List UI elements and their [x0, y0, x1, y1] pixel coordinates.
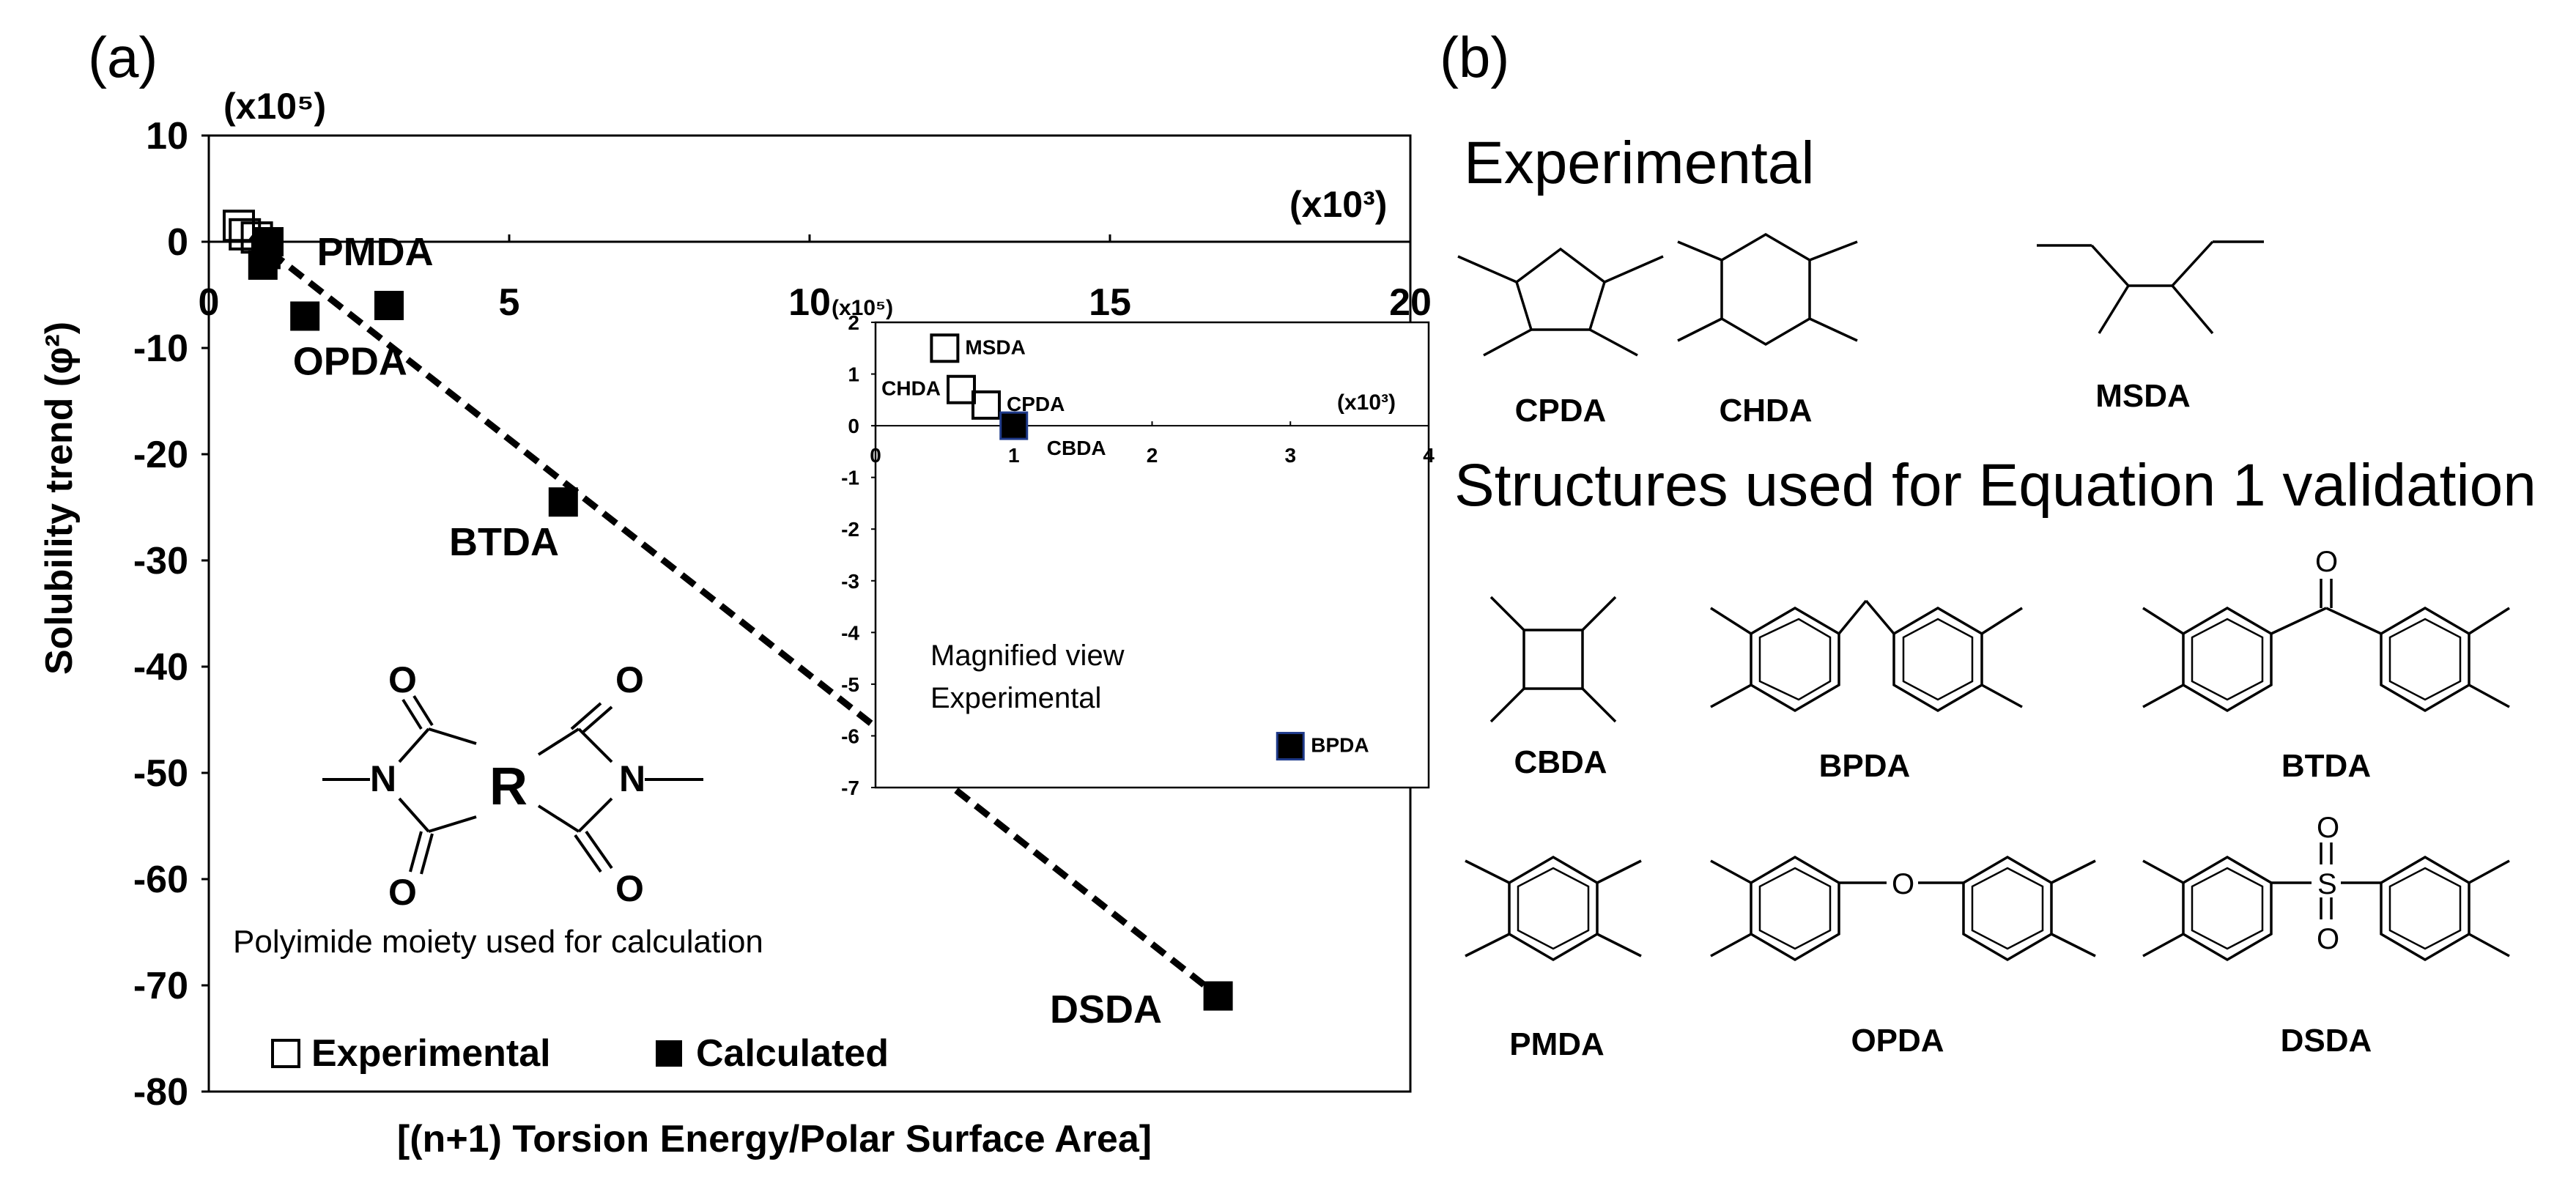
data-point-calculated [548, 487, 578, 517]
dsda-O-top-atom: O [2317, 812, 2339, 844]
structure-drawings [1457, 232, 2510, 962]
polyimide-O-bottom-right: O [615, 868, 644, 909]
inset-note-line: Experimental [930, 682, 1101, 714]
inset-note-line: Magnified view [930, 640, 1125, 672]
y-tick-label: -40 [133, 646, 188, 689]
structure-label-bpda: BPDA [1819, 748, 1911, 784]
y-tick-label: 10 [146, 115, 188, 158]
data-point-calculated [1203, 981, 1233, 1011]
y-multiplier-label: (x10⁵) [223, 86, 326, 127]
x-tick-label: 20 [1389, 281, 1432, 324]
trendline [248, 234, 1221, 999]
polyimide-O-bottom-left: O [388, 872, 417, 913]
inset-y-tick-label: 2 [848, 311, 859, 334]
polyimide-O-top-left: O [388, 659, 417, 700]
inset-x-tick-label: 4 [1423, 444, 1435, 467]
panel-a-label: (a) [88, 25, 158, 89]
structure-label-opda: OPDA [1851, 1023, 1944, 1059]
inset-chart: 0 1 2 3 4 2 1 0 -1 -2 -3 -4 -5 -6 -7 (x10⁵) (x10³) MSDA CH… [832, 296, 1435, 799]
inset-y-tick-label: -4 [841, 621, 859, 644]
y-tick-label: -20 [133, 434, 188, 476]
data-point-calculated [374, 291, 404, 320]
opda-O-atom: O [1892, 868, 1914, 900]
inset-x-tick-label: 2 [1147, 444, 1158, 467]
structure-label-cbda: CBDA [1514, 744, 1607, 780]
legend-calculated-label: Calculated [696, 1032, 889, 1075]
structure-label-pmda: PMDA [1509, 1026, 1605, 1062]
btda-O-atom: O [2315, 546, 2338, 578]
structure-label-btda: BTDA [2281, 748, 2371, 784]
y-axis-title: Solubility trend (φ²) [38, 322, 81, 675]
x-tick-label: 5 [499, 281, 520, 324]
legend: Experimental Calculated [271, 1032, 889, 1075]
inset-point-experimental [947, 374, 977, 404]
inset-label-cbda: CBDA [1047, 437, 1106, 459]
legend-experimental-label: Experimental [311, 1032, 551, 1075]
inset-label-chda: CHDA [881, 377, 941, 400]
dsda-S-atom: S [2317, 868, 2337, 900]
inset-x-tick-label: 1 [1008, 444, 1020, 467]
y-tick-label: 0 [167, 221, 188, 264]
point-annotation-pmda: PMDA [317, 230, 434, 274]
inset-frame [874, 321, 1430, 789]
structure-label-chda: CHDA [1719, 393, 1812, 429]
structure-label-cpda: CPDA [1515, 393, 1607, 429]
inset-y-tick-label: 0 [848, 415, 859, 437]
inset-label-bpda: BPDA [1311, 734, 1369, 757]
data-point-experimental [223, 210, 255, 242]
inset-label-msda: MSDA [965, 336, 1025, 358]
data-point-calculated [248, 250, 278, 280]
inset-y-tick-label: -1 [841, 467, 859, 489]
inset-y-tick-label: 1 [848, 363, 859, 386]
y-tick-label: -10 [133, 327, 188, 370]
dsda-O-bottom-atom: O [2317, 923, 2339, 955]
structure-label-dsda: DSDA [2281, 1023, 2372, 1059]
x-multiplier-label: (x10³) [1289, 184, 1387, 225]
polyimide-N-right: N [619, 758, 645, 799]
inset-point-calculated [999, 411, 1029, 440]
panel-b-label: (b) [1440, 25, 1509, 89]
structure-label-msda: MSDA [2095, 378, 2191, 414]
inset-y-tick-label: -3 [841, 570, 859, 593]
y-tick-label: -70 [133, 965, 188, 1007]
inset-y-tick-label: -7 [841, 777, 859, 799]
validation-heading: Structures used for Equation 1 validatio… [1454, 452, 2536, 519]
point-annotation-btda: BTDA [449, 520, 559, 564]
x-tick-label: 10 [788, 281, 831, 324]
point-annotation-dsda: DSDA [1050, 988, 1162, 1031]
inset-point-experimental [930, 333, 960, 363]
legend-calculated-marker [656, 1040, 682, 1067]
y-tick-label: -80 [133, 1071, 188, 1114]
inset-point-experimental [971, 390, 1001, 420]
polyimide-O-top-right: O [615, 659, 644, 700]
y-tick-label: -30 [133, 540, 188, 582]
polyimide-caption: Polyimide moiety used for calculation [233, 924, 763, 960]
inset-y-tick-label: -5 [841, 673, 859, 696]
polyimide-N-left: N [370, 758, 396, 799]
inset-x-multiplier: (x10³) [1337, 390, 1396, 415]
data-point-calculated [290, 301, 320, 331]
polyimide-structure [322, 694, 703, 875]
inset-point-calculated [1276, 732, 1305, 761]
polyimide-R: R [489, 758, 528, 816]
x-tick-label: 15 [1089, 281, 1131, 324]
inset-x-tick-label: 3 [1284, 444, 1296, 467]
x-axis-title: [(n+1) Torsion Energy/Polar Surface Area… [397, 1118, 1152, 1160]
point-annotation-opda: OPDA [293, 339, 407, 383]
legend-experimental-marker [271, 1039, 300, 1068]
y-tick-label: -60 [133, 859, 188, 901]
inset-y-multiplier: (x10⁵) [832, 296, 893, 320]
inset-y-tick-label: -2 [841, 518, 859, 541]
y-tick-label: -50 [133, 752, 188, 795]
x-tick-label: 0 [199, 281, 220, 324]
inset-y-tick-label: -6 [841, 725, 859, 747]
inset-x-tick-label: 0 [870, 444, 881, 467]
experimental-heading: Experimental [1464, 130, 1815, 196]
